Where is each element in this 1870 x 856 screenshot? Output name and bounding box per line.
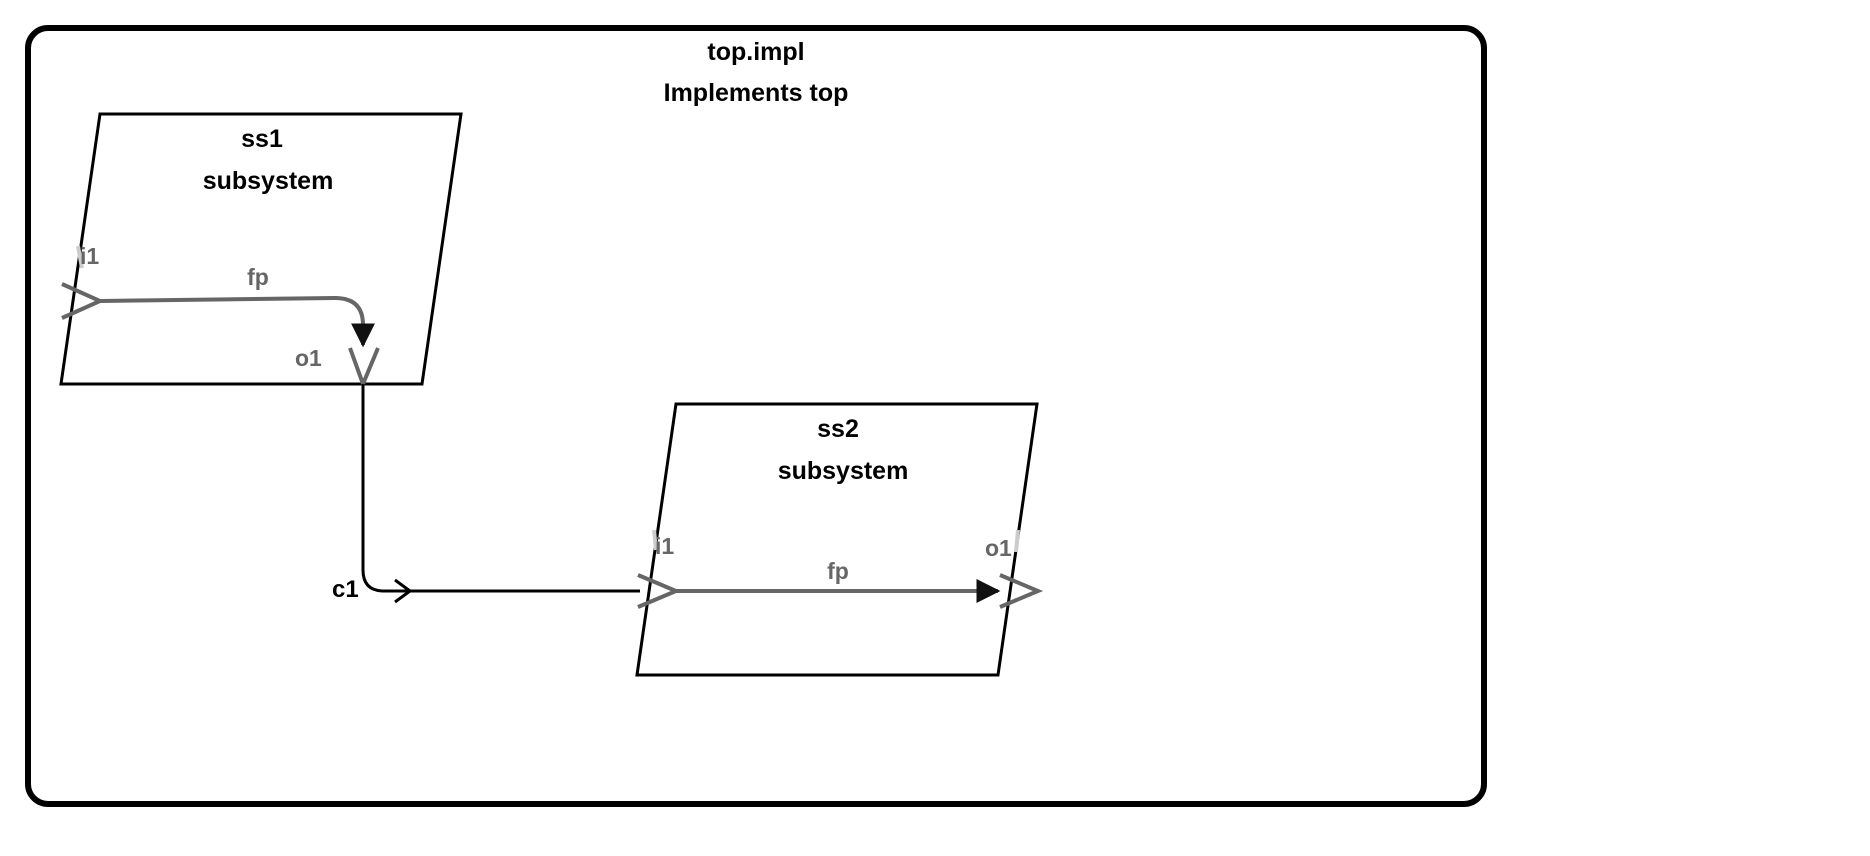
container-subtitle: Implements top — [664, 79, 849, 107]
subsystem-ss2-name: ss2 — [817, 415, 859, 443]
connection-c1-label: c1 — [332, 576, 359, 603]
ss1-flow-path[interactable] — [99, 295, 375, 348]
subsystem-ss1[interactable]: ss1 subsystem i1 o1 fp — [59, 112, 463, 390]
ss2-o1-label: o1 — [985, 535, 1012, 561]
ss2-o1-port-tick — [1014, 529, 1020, 553]
ss1-i1-port[interactable] — [61, 282, 105, 320]
ss2-flow-path-label: fp — [827, 558, 849, 584]
ss1-o1-label: o1 — [295, 345, 322, 371]
ss2-i1-port[interactable] — [637, 573, 682, 609]
subsystem-ss1-kind: subsystem — [203, 167, 334, 195]
subsystem-ss1-name: ss1 — [241, 125, 283, 153]
connection-c1[interactable]: c1 — [332, 384, 640, 604]
ss2-i1-port-tick — [652, 529, 658, 551]
ss1-i1-label: i1 — [80, 243, 99, 269]
connection-c1-line — [361, 384, 640, 593]
container-top-impl[interactable]: top.impl Implements top — [25, 25, 1487, 807]
ss1-flow-path-label: fp — [247, 264, 269, 290]
container-frame — [25, 25, 1487, 807]
subsystem-ss2-kind: subsystem — [778, 457, 909, 485]
connection-c1-arrowhead — [394, 578, 413, 604]
ss2-i1-label: i1 — [655, 533, 674, 559]
subsystem-ss1-shape — [59, 112, 463, 386]
ss1-i1-port-tick — [76, 245, 84, 269]
ss2-o1-port[interactable] — [999, 573, 1044, 609]
ss1-o1-port[interactable] — [348, 347, 380, 390]
subsystem-ss2-shape — [635, 402, 1039, 677]
container-name: top.impl — [707, 38, 804, 66]
subsystem-ss2[interactable]: ss2 subsystem i1 o1 fp — [635, 402, 1044, 677]
